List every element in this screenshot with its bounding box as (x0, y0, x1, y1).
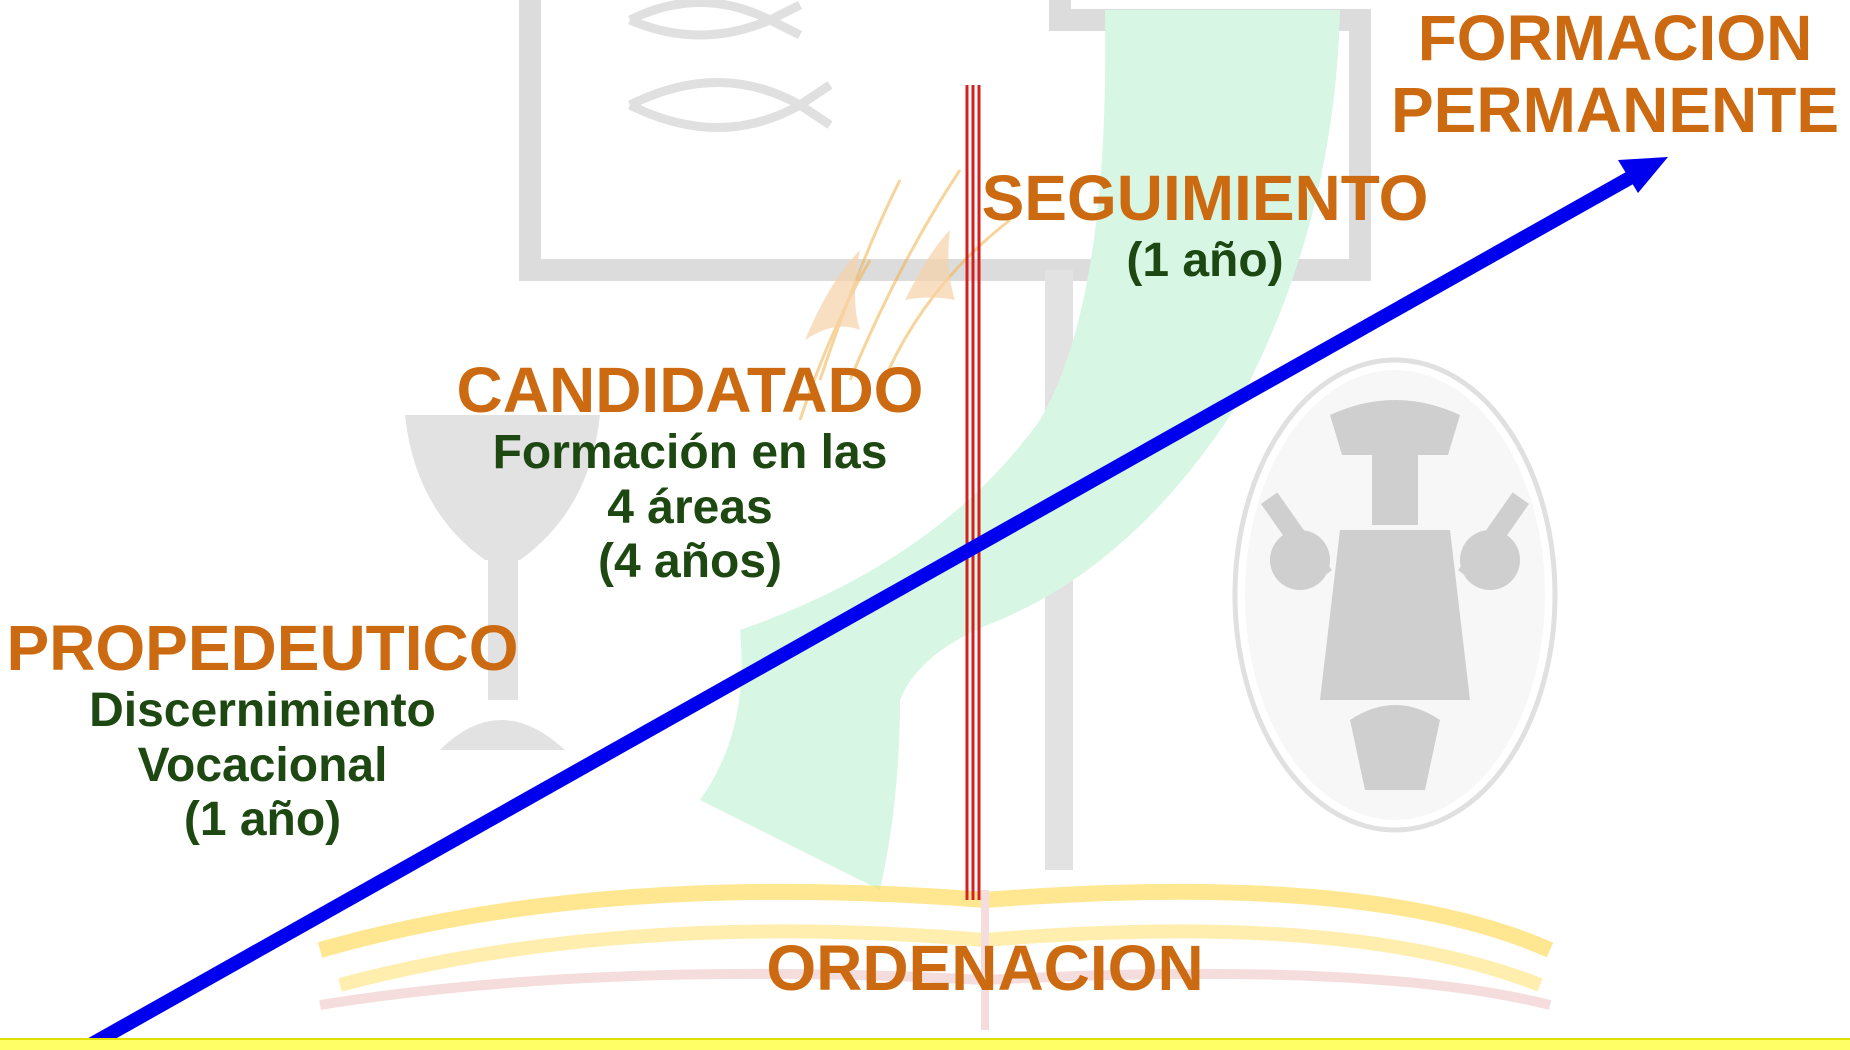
stage-propedeutico: PROPEDEUTICO Discernimiento Vocacional (… (0, 612, 525, 847)
stage-ordenacion: ORDENACION (700, 932, 1270, 1004)
watermark-fish-1-icon (627, 0, 803, 40)
propedeutico-line-3: (1 año) (183, 792, 342, 846)
formacion-line-1: FORMACION (1417, 2, 1813, 74)
arrow-head-icon (1618, 157, 1668, 193)
bottom-band (0, 1038, 1850, 1050)
watermark-seal-icon (1232, 357, 1558, 833)
propedeutico-line-2: Vocacional (137, 738, 388, 792)
candidatado-title: CANDIDATADO (456, 354, 924, 426)
stage-formacion-permanente: FORMACION PERMANENTE (1385, 2, 1845, 147)
candidatado-line-3: (4 años) (597, 534, 783, 588)
ordination-divider-line (965, 85, 981, 900)
candidatado-line-1: Formación en las (492, 426, 888, 480)
seguimiento-title: SEGUIMIENTO (981, 162, 1429, 234)
stage-seguimiento: SEGUIMIENTO (1 año) (960, 162, 1450, 289)
candidatado-line-2: 4 áreas (607, 480, 773, 534)
propedeutico-title: PROPEDEUTICO (6, 612, 519, 684)
ordenacion-title: ORDENACION (766, 932, 1204, 1004)
watermark-stole (700, 10, 1340, 890)
seguimiento-duration: (1 año) (1126, 234, 1284, 288)
watermark-chalice-icon (405, 415, 600, 750)
propedeutico-line-1: Discernimiento (89, 684, 436, 738)
formacion-line-2: PERMANENTE (1390, 74, 1840, 147)
progression-arrow (88, 157, 1668, 1050)
watermark-flame (805, 230, 955, 340)
watermark-fish-2-icon (627, 78, 833, 132)
watermark-wheat (798, 169, 1011, 421)
watermark-cross-frame (519, 0, 1371, 281)
watermark-book-icon (317, 883, 1554, 1030)
stage-candidatado: CANDIDATADO Formación en las 4 áreas (4 … (440, 354, 940, 589)
